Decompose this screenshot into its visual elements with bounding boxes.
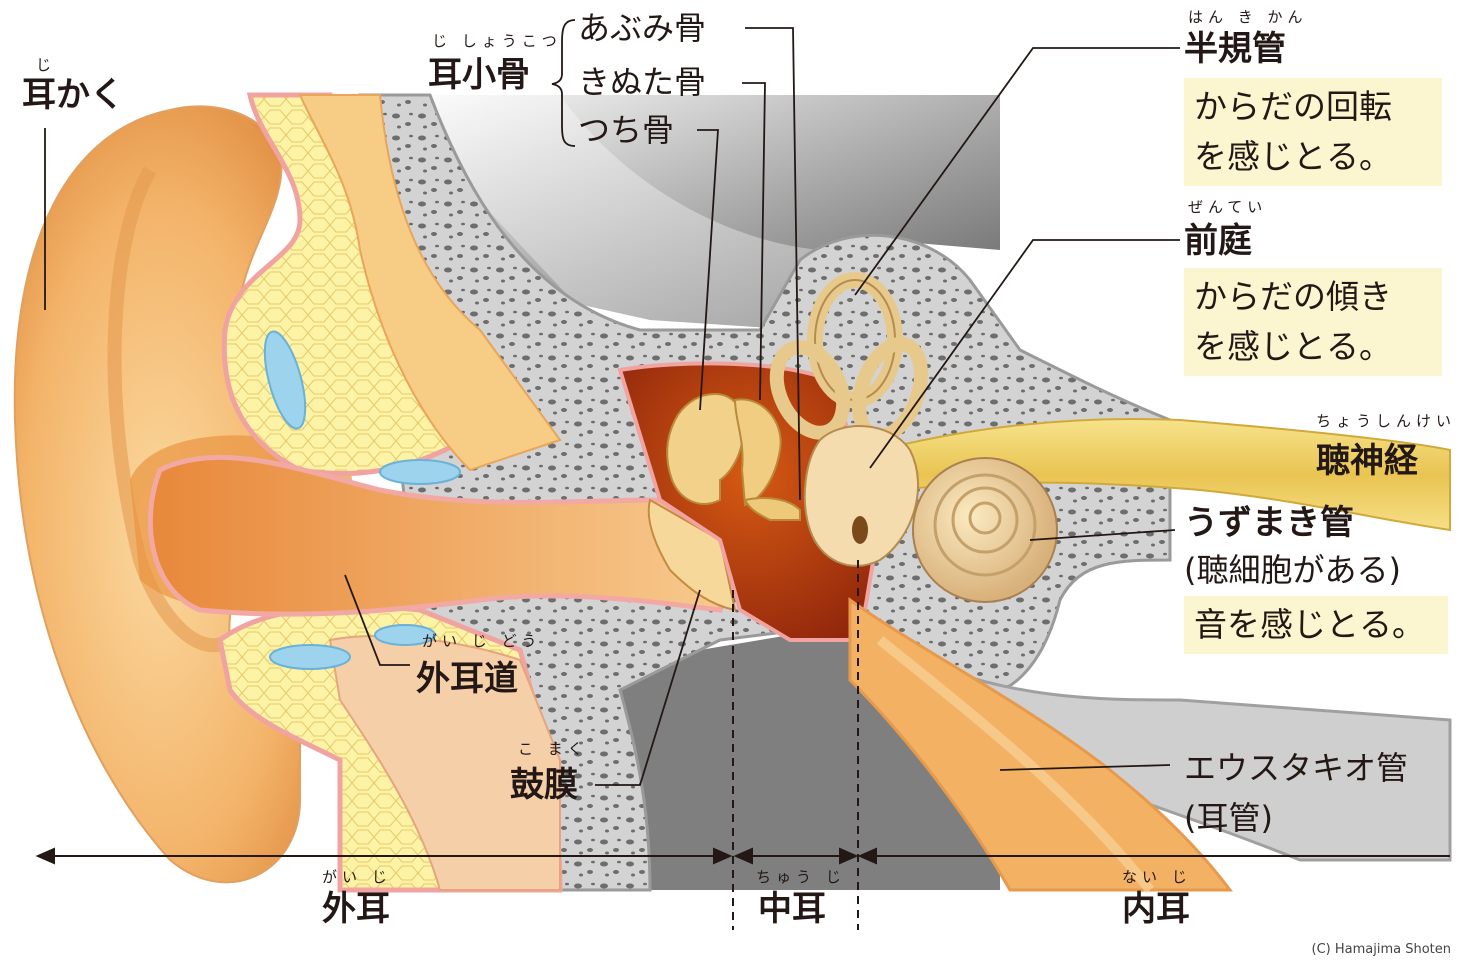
copyright-text: (C) Hamajima Shoten (1311, 942, 1452, 957)
eustachian-tube-sub-label: (耳管) (1184, 799, 1273, 837)
incus-label: きぬた骨 (578, 63, 707, 101)
inner-ear-ruby: ない じ (1122, 868, 1192, 886)
malleus-label: つち骨 (578, 111, 675, 149)
ear-canal-label: 外耳道 (416, 659, 518, 699)
auditory-nerve-ruby: ちょうしんけい (1316, 412, 1457, 430)
outer-ear-ruby: がい じ (322, 868, 392, 886)
ossicles-label: 耳小骨 (428, 55, 530, 95)
eardrum-label: 鼓膜 (510, 765, 578, 805)
middle-ear-label: 中耳 (758, 889, 826, 929)
semicircular-canals-label: 半規管 (1184, 29, 1286, 69)
vestibule-note-line-1: からだの傾き (1194, 277, 1392, 316)
cochlea-label: うずまき管 (1184, 503, 1354, 543)
vestibule-ruby: ぜんてい (1188, 198, 1268, 216)
stapes-label: あぶみ骨 (578, 9, 707, 47)
middle-ear-ruby: ちゅう じ (756, 868, 846, 886)
vestibule-note-line-2: を感じとる。 (1194, 327, 1392, 366)
eustachian-tube-label: エウスタキオ管 (1184, 749, 1409, 787)
ossicles-ruby: じ しょうこつ (432, 32, 562, 50)
cochlea-sub-label: (聴細胞がある) (1184, 551, 1401, 589)
auricle-ruby: じ (36, 56, 57, 74)
semicircular-canals-note-line-2: を感じとる。 (1194, 137, 1392, 176)
semicircular-canals-ruby: はん き かん (1188, 8, 1308, 26)
vestibule-note: からだの傾き を感じとる。 (1184, 268, 1442, 376)
cochlea-note-line: 音を感じとる。 (1194, 605, 1425, 644)
ear-canal-ruby: がい じ どう (422, 632, 542, 650)
auricle-label: 耳かく (22, 75, 124, 115)
eardrum-ruby: こ まく (518, 740, 588, 758)
outer-ear-label: 外耳 (322, 889, 390, 929)
semicircular-canals-note: からだの回転 を感じとる。 (1184, 78, 1442, 186)
auditory-nerve-label: 聴神経 (1316, 441, 1418, 481)
cochlea-note: 音を感じとる。 (1184, 596, 1448, 654)
vestibule-label: 前庭 (1184, 221, 1252, 261)
semicircular-canals-note-line-1: からだの回転 (1194, 87, 1392, 126)
inner-ear-label: 内耳 (1122, 889, 1190, 929)
